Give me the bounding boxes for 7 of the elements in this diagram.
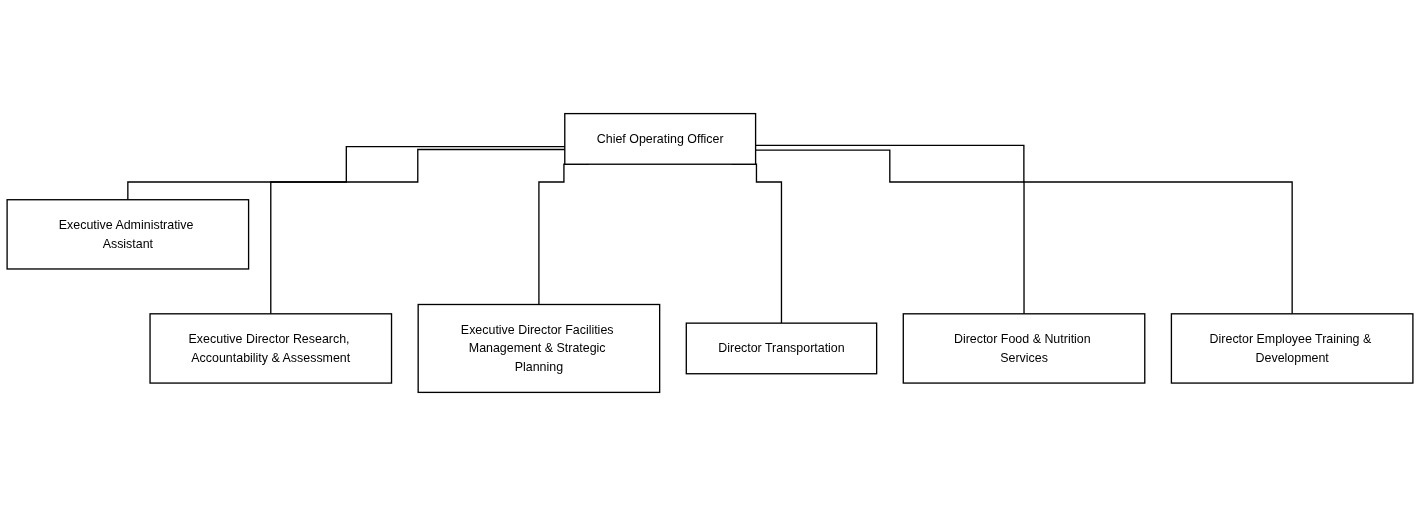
node-box: Executive Director Facilities Management & Strategic Planning: [417, 303, 661, 394]
node-box: Director Employee Training & Development: [1170, 313, 1414, 384]
node-box: Chief Operating Officer: [564, 112, 757, 165]
node-box: Director Food & Nutrition Services: [902, 313, 1146, 384]
node-box: Executive Administrative Assistant: [6, 199, 250, 270]
node-box: Director Transportation: [685, 322, 878, 375]
node-box: Executive Director Research, Accountability & Assessment: [149, 313, 393, 384]
